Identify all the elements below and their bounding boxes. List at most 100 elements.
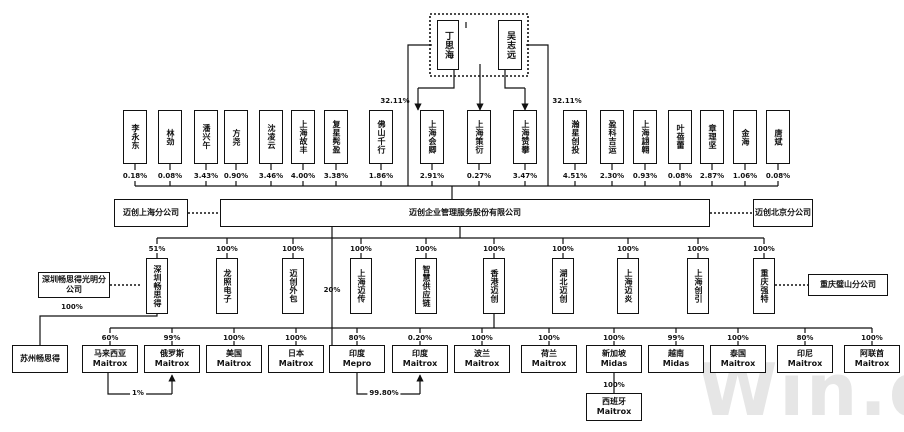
subsidiary-stake: 100% — [415, 245, 437, 253]
shareholder-stake: 0.90% — [223, 172, 249, 180]
suzhou-stake: 100% — [61, 303, 83, 311]
shareholder-box: 盈科吉运 — [600, 110, 624, 164]
shareholder-box: 金海 — [733, 110, 757, 164]
chongqing-bishan-branch: 重庆璧山分公司 — [808, 274, 888, 296]
overseas-country: 美国 — [226, 349, 242, 358]
overseas-country: 印尼 — [797, 349, 813, 358]
shareholder-box: 瀚星创投 — [563, 110, 587, 164]
spain-box: 西班牙 Maitrox — [586, 393, 642, 421]
subsidiary-box: 上海迈传 — [350, 258, 372, 314]
direct-india-stake: 20% — [323, 286, 341, 294]
shareholder-box: 上海会卿 — [420, 110, 444, 164]
shareholder-box: 章理坚 — [700, 110, 724, 164]
overseas-stake: 100% — [538, 334, 560, 342]
overseas-country: 印度 — [349, 349, 365, 358]
shareholder-box: 上海赞攀 — [513, 110, 537, 164]
shareholder-stake: 4.00% — [290, 172, 316, 180]
overseas-brand: Maitrox — [278, 359, 314, 368]
overseas-brand: Midas — [600, 359, 628, 368]
overseas-country: 印度 — [412, 349, 428, 358]
shareholder-stake: 2.87% — [699, 172, 725, 180]
russia-link-stake: 1% — [130, 389, 146, 397]
overseas-brand: Maitrox — [854, 359, 890, 368]
subsidiary-stake: 51% — [148, 245, 166, 253]
overseas-stake: 100% — [471, 334, 493, 342]
overseas-brand: Maitrox — [92, 359, 128, 368]
shareholder-box: 叶蓓蕾 — [668, 110, 692, 164]
overseas-country: 俄罗斯 — [160, 349, 184, 358]
founder-box-2: 吴志远 — [498, 20, 522, 70]
subsidiary-stake: 100% — [617, 245, 639, 253]
subsidiary-stake: 100% — [753, 245, 775, 253]
shareholder-stake: 3.43% — [193, 172, 219, 180]
shareholder-box: 唐斌 — [766, 110, 790, 164]
founder-box-1: 丁思海 — [437, 20, 459, 70]
overseas-stake: 100% — [603, 334, 625, 342]
subsidiary-box: 重庆强特 — [753, 258, 775, 314]
overseas-stake: 100% — [223, 334, 245, 342]
overseas-brand: Maitrox — [464, 359, 500, 368]
shareholder-box: 上海策衍 — [467, 110, 491, 164]
shareholder-box: 潘兴午 — [194, 110, 218, 164]
overseas-brand: Maitrox — [531, 359, 567, 368]
subsidiary-box: 湖北迈创 — [552, 258, 574, 314]
shareholder-stake: 0.08% — [157, 172, 183, 180]
subsidiary-box: 龙照电子 — [216, 258, 238, 314]
overseas-stake: 100% — [861, 334, 883, 342]
shareholder-box: 复星髡盈 — [324, 110, 348, 164]
overseas-stake: 100% — [285, 334, 307, 342]
company-box: 迈创企业管理服务股份有限公司 — [220, 199, 710, 227]
overseas-country: 阿联酋 — [860, 349, 884, 358]
branch-beijing: 迈创北京分公司 — [753, 199, 813, 227]
shareholder-box: 沈凌云 — [259, 110, 283, 164]
spain-line2: Maitrox — [596, 407, 632, 416]
overseas-brand: Maitrox — [216, 359, 252, 368]
shareholder-stake: 0.27% — [466, 172, 492, 180]
shareholder-box: 林劲 — [158, 110, 182, 164]
spain-line1: 西班牙 — [602, 397, 626, 406]
shareholder-box: 上海翃翱 — [633, 110, 657, 164]
shareholder-stake: 4.51% — [562, 172, 588, 180]
subsidiary-box: 迈创外包 — [282, 258, 304, 314]
overseas-stake: 60% — [101, 334, 119, 342]
overseas-country: 越南 — [668, 349, 684, 358]
overseas-brand: Maitrox — [720, 359, 756, 368]
overseas-brand: Maitrox — [787, 359, 823, 368]
shareholder-box: 李永东 — [123, 110, 147, 164]
overseas-stake: 100% — [727, 334, 749, 342]
subsidiary-stake: 100% — [216, 245, 238, 253]
shareholder-box: 上海故丰 — [291, 110, 315, 164]
shareholder-stake: 3.47% — [512, 172, 538, 180]
spain-stake: 100% — [603, 381, 625, 389]
india-link-stake: 99.80% — [367, 389, 401, 397]
shareholder-box: 佛山千行 — [369, 110, 393, 164]
overseas-country: 波兰 — [474, 349, 490, 358]
shareholder-stake: 2.30% — [599, 172, 625, 180]
overseas-country: 泰国 — [730, 349, 746, 358]
founder-stake-left: 32.11% — [380, 97, 410, 105]
subsidiary-box: 深圳畅思得 — [146, 258, 168, 314]
overseas-stake: 80% — [348, 334, 366, 342]
subsidiary-stake: 100% — [552, 245, 574, 253]
overseas-stake: 0.20% — [407, 334, 433, 342]
shareholder-stake: 1.86% — [368, 172, 394, 180]
overseas-country: 新加坡 — [602, 349, 626, 358]
overseas-stake: 80% — [796, 334, 814, 342]
overseas-country: 马来西亚 — [94, 349, 126, 358]
shareholder-stake: 0.08% — [765, 172, 791, 180]
shareholder-stake: 0.93% — [632, 172, 658, 180]
subsidiary-box: 智慧供应链 — [415, 258, 437, 314]
shareholder-box: 方尧 — [224, 110, 248, 164]
shareholder-stake: 0.18% — [122, 172, 148, 180]
subsidiary-stake: 100% — [350, 245, 372, 253]
